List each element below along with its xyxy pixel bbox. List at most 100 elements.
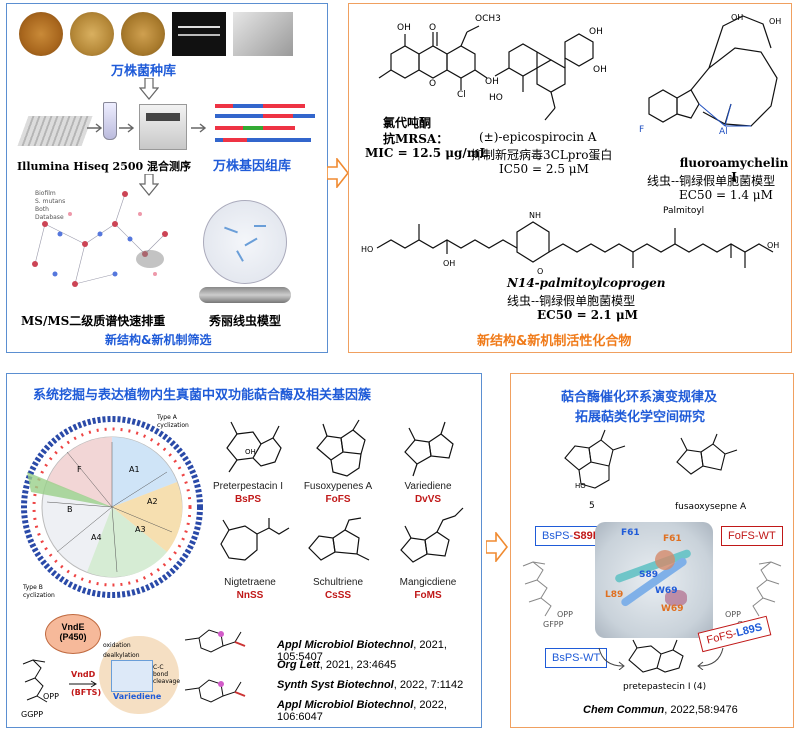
- reference-3: Synth Syst Biotechnol, 2022, 7:1142: [277, 679, 463, 691]
- opp-left-label: OPP: [557, 610, 573, 619]
- reference-journal: Synth Syst Biotechnol: [277, 679, 394, 691]
- worm-image: [199, 287, 291, 303]
- reference-detail: , 2021, 23:4645: [319, 659, 397, 671]
- right-arrow-icon: [87, 123, 103, 133]
- svg-text:OH: OH: [769, 17, 781, 26]
- vnde-label: VndE: [61, 622, 85, 632]
- reference-detail: , 2021, 105:5407: [277, 639, 447, 663]
- compound4-name: N14-palmitoylcoprogen: [507, 276, 666, 290]
- compound5-label: 5: [589, 501, 595, 511]
- gene-library-title: 万株基因组库: [213, 159, 292, 174]
- nematode-label: 秀丽线虫模型: [209, 314, 282, 328]
- gfpp-right-structure: [752, 561, 782, 617]
- compound3-ec50: EC50 = 1.4 μM: [679, 188, 773, 202]
- compound-name-variediene: Variediene: [404, 481, 452, 492]
- type-a-label: Type A cyclization: [157, 414, 189, 429]
- reference-journal: Appl Microbiol Biotechnol: [277, 639, 414, 651]
- compound4-ec50: EC50 = 2.1 μM: [537, 308, 638, 322]
- fusaoxysepne-label: fusaoxysepne A: [675, 502, 747, 512]
- nematode-dish-image: [203, 200, 287, 284]
- enzyme-bsps: BsPS: [234, 494, 262, 505]
- pretepastecin-label: pretepastecin Ⅰ (4): [623, 682, 707, 692]
- right-arrow-icon: [486, 532, 508, 562]
- svg-text:A1: A1: [129, 465, 140, 474]
- petri-dish-3: [121, 12, 165, 56]
- fluoroamychelin-structure: F Al OH OH: [639, 13, 781, 137]
- svg-text:F: F: [77, 465, 82, 474]
- curved-arrow-icon: [598, 647, 625, 670]
- msms-label: MS/MS二级质谱快速排重: [21, 314, 166, 328]
- sequencing-label: Illumina Hiseq 2500 混合测序: [17, 160, 192, 173]
- chloro-label: Cl: [457, 90, 466, 100]
- label-suffix: S89L: [573, 530, 600, 542]
- legend-item: Biofilm: [35, 190, 56, 197]
- bsps-wt-label: BsPS-WT: [545, 648, 608, 668]
- citation-detail: , 2022,58:9476: [664, 704, 738, 716]
- enzyme-fofs: FoFS: [325, 494, 351, 505]
- citation-journal: Chem Commun: [583, 704, 665, 716]
- residue-s89: S89: [639, 570, 659, 580]
- strain-library-title: 万株菌种库: [111, 64, 177, 79]
- compound2-activity: 抑制新冠病毒3CLpro蛋白: [471, 148, 613, 162]
- step-cc-cleavage: C-C bond cleavage: [153, 664, 181, 685]
- vnde-badge: VndE (P450): [45, 614, 101, 654]
- svg-text:OH: OH: [593, 65, 607, 75]
- preterpestacin-structure: OH: [226, 421, 282, 473]
- gel-image: [172, 12, 226, 56]
- fusaoxysepne-structure: [676, 433, 738, 475]
- svg-text:HO: HO: [489, 93, 503, 103]
- svg-text:OH: OH: [589, 27, 603, 37]
- svg-text:OH: OH: [731, 13, 743, 22]
- residue-f61-orange: F61: [663, 534, 682, 544]
- ggpp-structure: [22, 659, 48, 703]
- reference-4: Appl Microbiol Biotechnol, 2022, 106:604…: [277, 699, 481, 723]
- reference-detail: , 2022, 7:1142: [393, 679, 464, 691]
- svg-text:OH: OH: [767, 241, 779, 250]
- step-oxidation: oxidation: [103, 642, 131, 649]
- terpene-synthase-mining-panel: 系统挖掘与表达植物内生真菌中双功能萜合酶及相关基因簇 A1 A2 A3 A4 B…: [6, 373, 482, 728]
- gfpp-left-label: GFPP: [543, 620, 564, 629]
- svg-text:OH: OH: [485, 77, 499, 87]
- right-arrow-icon: [327, 158, 349, 188]
- type-b-label: Type B cyclization: [23, 584, 55, 599]
- microplate-image: [17, 116, 93, 146]
- variediene-label: Variediene: [113, 692, 162, 701]
- epicospirocin-structure: HO OH OH: [489, 27, 607, 121]
- reference-detail: , 2022, 106:6047: [277, 699, 447, 723]
- panel3-title: 系统挖掘与表达植物内生真菌中双功能萜合酶及相关基因簇: [33, 388, 372, 403]
- pretepastecin-structure: [628, 639, 684, 673]
- strain-library-panel: 万株菌种库 Illumina Hiseq 2500 混合测序 万株基因组库 Bi…: [6, 3, 328, 353]
- label-prefix: BsPS-: [542, 530, 574, 542]
- svg-text:OH: OH: [397, 23, 411, 33]
- compound-name-schultriene: Schultriene: [312, 577, 364, 588]
- right-arrow-icon: [191, 123, 207, 133]
- compound4-activity: 线虫--铜绿假单胞菌模型: [507, 294, 636, 308]
- right-arrow-icon: [119, 123, 135, 133]
- svg-text:O: O: [429, 23, 436, 33]
- enzyme-csss: CsSS: [324, 590, 352, 601]
- reference-journal: Appl Microbiol Biotechnol: [277, 699, 414, 711]
- residue-w69-orange: W69: [661, 604, 684, 614]
- nigtetraene-structure: [220, 518, 290, 561]
- schultriene-structure: [308, 517, 370, 561]
- enzyme-nnss: NnSS: [236, 590, 264, 601]
- variediene-box: [111, 660, 153, 692]
- active-compounds-panel: O OH O OH OCH3 Cl 氯代吨酮 抗MRSA： MIC = 12.5…: [348, 3, 792, 353]
- svg-text:A4: A4: [91, 533, 102, 542]
- compound5-structure: HO: [564, 429, 626, 490]
- residue-w69-blue: W69: [655, 586, 678, 596]
- bsps-s89l-label: BsPS-S89L: [535, 526, 607, 546]
- sequencer-image: [139, 104, 187, 150]
- compound-name-preterpestacin: Preterpestacin I: [212, 481, 284, 492]
- svg-text:B: B: [67, 505, 73, 514]
- reference-2: Org Lett, 2021, 23:4645: [277, 659, 396, 671]
- bfts-label: (BFTS): [71, 688, 102, 697]
- vndd-label: VndD: [71, 670, 96, 679]
- phylogenetic-tree-graphic: A1 A2 A3 A4 B F: [21, 416, 203, 598]
- svg-text:O: O: [537, 267, 543, 276]
- panel2-summary: 新结构&新机制活性化合物: [477, 334, 632, 349]
- petri-dish-1: [19, 12, 63, 56]
- gfpp-left-structure: [522, 561, 552, 617]
- enzyme-dvvs: DvVS: [414, 494, 442, 505]
- svg-text:HO: HO: [575, 482, 586, 490]
